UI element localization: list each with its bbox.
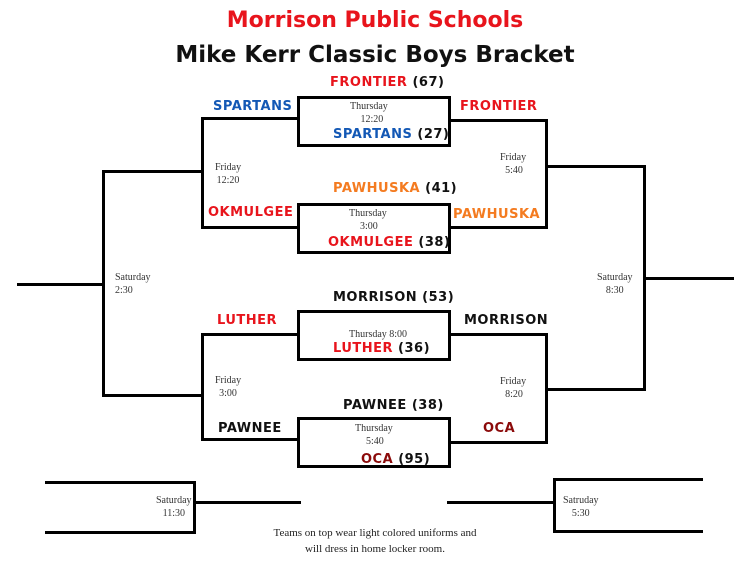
schedule-time: 3:00 xyxy=(219,388,237,399)
saturday-consolation-schedule: Saturday 2:30 xyxy=(115,271,151,297)
connector-line xyxy=(553,530,703,533)
connector-line xyxy=(194,501,301,504)
team-score: (36) xyxy=(398,341,431,356)
school-name: Morrison Public Schools xyxy=(226,8,524,33)
team-score: (41) xyxy=(425,181,458,196)
connector-line xyxy=(201,226,299,229)
connector-line xyxy=(201,333,299,336)
qf1-top-team: FRONTIER (67) xyxy=(330,75,444,90)
connector-line xyxy=(553,478,556,532)
semifinal-team-frontier: FRONTIER xyxy=(460,99,538,114)
schedule-day: Thursday xyxy=(350,101,388,112)
footnote-line: Teams on top wear light colored uniforms… xyxy=(273,527,477,539)
consolation-team-okmulgee: OKMULGEE xyxy=(208,205,294,220)
connector-line xyxy=(45,481,195,484)
connector-line xyxy=(45,531,195,534)
team-name: PAWNEE xyxy=(343,398,407,413)
connector-line xyxy=(193,481,196,534)
friday-right-bottom-schedule: Friday 8:20 xyxy=(500,375,526,401)
schedule-day: Thursday xyxy=(349,208,387,219)
qf3-schedule: Thursday 8:00 xyxy=(349,328,407,341)
schedule-day: Saturday xyxy=(156,495,192,506)
friday-left-top-schedule: Friday 12:20 xyxy=(215,161,241,187)
friday-right-top-schedule: Friday 5:40 xyxy=(500,151,526,177)
bracket-title: Mike Kerr Classic Boys Bracket xyxy=(175,42,575,68)
connector-line xyxy=(102,394,203,397)
connector-line xyxy=(449,226,547,229)
schedule-day: Friday xyxy=(215,162,242,173)
team-score: (67) xyxy=(412,75,445,90)
connector-line xyxy=(449,333,547,336)
team-name: SPARTANS xyxy=(333,127,413,142)
schedule-day: Friday xyxy=(500,152,527,163)
connector-line xyxy=(449,119,547,122)
semifinal-team-pawhuska: PAWHUSKA xyxy=(453,207,541,222)
qf3-top-team: MORRISON (53) xyxy=(333,290,454,305)
schedule-day: Friday xyxy=(500,376,527,387)
uniform-footnote: Teams on top wear light colored uniforms… xyxy=(0,525,750,557)
schedule-time: 8:20 xyxy=(505,389,523,400)
connector-line xyxy=(201,333,204,441)
qf4-top-team: PAWNEE (38) xyxy=(343,398,444,413)
schedule-time: 8:30 xyxy=(605,285,624,296)
connector-line xyxy=(546,165,645,168)
schedule-time: 5:40 xyxy=(505,165,523,176)
connector-line xyxy=(201,438,299,441)
schedule-time: 5:40 xyxy=(366,436,384,447)
connector-line xyxy=(546,388,645,391)
connector-line xyxy=(102,170,203,173)
team-score: (38) xyxy=(418,235,451,250)
schedule-day: Satruday xyxy=(563,495,599,506)
qf3-bottom-team: LUTHER (36) xyxy=(333,341,430,356)
team-score: (95) xyxy=(398,452,431,467)
team-name: FRONTIER xyxy=(330,75,408,90)
schedule-time: 5:30 xyxy=(571,508,590,519)
connector-line xyxy=(553,478,703,481)
schedule-day: Saturday xyxy=(115,272,151,283)
qf1-bottom-team: SPARTANS (27) xyxy=(333,127,449,142)
team-name: OCA xyxy=(361,452,394,467)
connector-line xyxy=(449,441,547,444)
qf2-top-team: PAWHUSKA (41) xyxy=(333,181,457,196)
qf4-bottom-team: OCA (95) xyxy=(361,452,430,467)
team-name: LUTHER xyxy=(333,341,394,356)
team-name: PAWHUSKA xyxy=(333,181,421,196)
consolation-team-pawnee: PAWNEE xyxy=(218,421,282,436)
connector-line xyxy=(17,283,104,286)
qf1-schedule: Thursday 12:20 xyxy=(350,100,388,126)
saturday-third-place-schedule: Satruday 5:30 xyxy=(563,494,599,520)
team-score: (53) xyxy=(422,290,455,305)
team-score: (27) xyxy=(417,127,450,142)
connector-line xyxy=(201,117,299,120)
schedule-time: 11:30 xyxy=(162,508,185,519)
team-name: OKMULGEE xyxy=(328,235,414,250)
schedule-day: Thursday xyxy=(355,423,393,434)
qf1-box xyxy=(297,96,451,147)
schedule-day: Thursday 8:00 xyxy=(349,329,408,340)
schedule-time: 3:00 xyxy=(360,221,378,232)
semifinal-team-oca: OCA xyxy=(483,421,516,436)
connector-line xyxy=(545,119,548,229)
schedule-time: 2:30 xyxy=(115,285,133,296)
connector-line xyxy=(201,117,204,229)
footnote-line: will dress in home locker room. xyxy=(305,543,445,555)
consolation-team-spartans: SPARTANS xyxy=(213,99,293,114)
consolation-team-luther: LUTHER xyxy=(217,313,278,328)
semifinal-team-morrison: MORRISON xyxy=(464,313,549,328)
qf4-schedule: Thursday 5:40 xyxy=(355,422,393,448)
schedule-day: Friday xyxy=(215,375,242,386)
qf2-schedule: Thursday 3:00 xyxy=(349,207,387,233)
schedule-day: Saturday xyxy=(597,272,633,283)
connector-line xyxy=(644,277,734,280)
connector-line xyxy=(447,501,555,504)
qf2-bottom-team: OKMULGEE (38) xyxy=(328,235,450,250)
schedule-time: 12:20 xyxy=(216,175,240,186)
saturday-seventh-place-schedule: Saturday 11:30 xyxy=(156,494,192,520)
saturday-championship-schedule: Saturday 8:30 xyxy=(597,271,633,297)
team-name: MORRISON xyxy=(333,290,418,305)
friday-left-bottom-schedule: Friday 3:00 xyxy=(215,374,241,400)
schedule-time: 12:20 xyxy=(360,114,384,125)
team-score: (38) xyxy=(411,398,444,413)
